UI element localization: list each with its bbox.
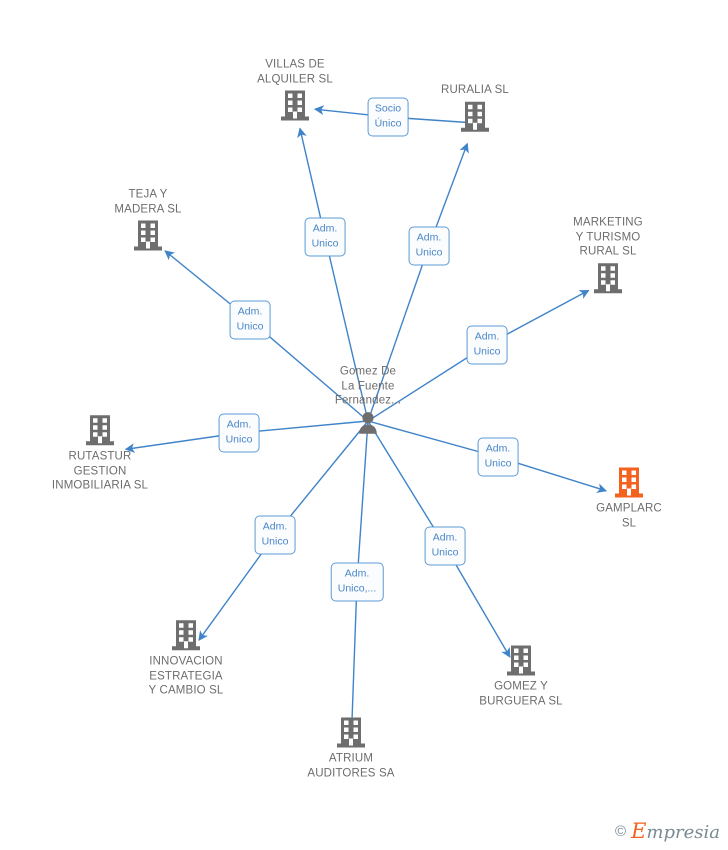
node-label: GOMEZ Y BURGUERA SL	[479, 680, 563, 708]
node-label: INNOVACION ESTRATEGIA Y CAMBIO SL	[148, 655, 224, 697]
building-icon	[83, 219, 213, 253]
building-icon	[410, 99, 540, 133]
empresia-logo-lead: E	[631, 819, 647, 843]
node-teja-y-madera[interactable]: TEJA Y MADERA SL	[83, 188, 213, 253]
empresia-logo-rest: mpresia	[646, 822, 720, 843]
building-icon	[35, 413, 165, 447]
node-ruralia[interactable]: RURALIA SL	[410, 83, 540, 134]
node-atrium-auditores[interactable]: ATRIUM AUDITORES SA	[286, 716, 416, 781]
building-icon	[121, 618, 251, 652]
edge-label-adm-unico-gamplarc[interactable]: Adm. Unico	[477, 437, 519, 477]
empresia-logo: Empresia	[631, 821, 720, 842]
node-innovacion-estrategia-y-cambio[interactable]: INNOVACION ESTRATEGIA Y CAMBIO SL	[121, 618, 251, 698]
building-icon	[543, 261, 673, 295]
node-marketing-y-turismo-rural[interactable]: MARKETING Y TURISMO RURAL SL	[543, 215, 673, 295]
edge-label-adm-unico-ruralia[interactable]: Adm. Unico	[408, 226, 450, 266]
edge-label-adm-unico-innovacion[interactable]: Adm. Unico	[254, 515, 296, 555]
node-label: TEJA Y MADERA SL	[114, 188, 182, 216]
edge-label-adm-unico-teja[interactable]: Adm. Unico	[229, 300, 271, 340]
building-icon	[456, 644, 586, 678]
node-label: ATRIUM AUDITORES SA	[307, 752, 395, 780]
copyright-icon: ©	[615, 823, 627, 840]
watermark: © Empresia	[615, 821, 720, 842]
edge-label-socio-unico-villas[interactable]: Socio Único	[367, 97, 409, 137]
edge-label-adm-unico-rutastur[interactable]: Adm. Unico	[218, 413, 260, 453]
node-label: RUTASTUR GESTION INMOBILIARIA SL	[51, 450, 149, 492]
edge-label-adm-unico-villas[interactable]: Adm. Unico	[304, 217, 346, 257]
node-label: GAMPLARC SL	[596, 502, 662, 530]
node-label: RURALIA SL	[441, 83, 509, 96]
node-villas-de-alquiler[interactable]: VILLAS DE ALQUILER SL	[230, 58, 360, 123]
edge-label-adm-unico-atrium[interactable]: Adm. Unico,...	[330, 562, 384, 602]
node-gomez-y-burguera[interactable]: GOMEZ Y BURGUERA SL	[456, 644, 586, 709]
center-person-label: Gomez De La Fuente Fernandez...	[334, 365, 402, 407]
node-label: VILLAS DE ALQUILER SL	[257, 58, 333, 86]
node-rutastur-gestion-inmobiliaria[interactable]: RUTASTUR GESTION INMOBILIARIA SL	[35, 413, 165, 493]
person-icon	[303, 410, 433, 436]
edge-label-adm-unico-gomez[interactable]: Adm. Unico	[424, 526, 466, 566]
node-label: MARKETING Y TURISMO RURAL SL	[573, 216, 643, 258]
edge-label-adm-unico-marketing[interactable]: Adm. Unico	[466, 325, 508, 365]
building-icon	[286, 716, 416, 750]
node-gamplarc[interactable]: GAMPLARC SL	[564, 466, 694, 531]
building-icon	[230, 89, 360, 123]
building-icon	[564, 466, 694, 500]
node-center-person[interactable]: Gomez De La Fuente Fernandez...	[303, 364, 433, 436]
